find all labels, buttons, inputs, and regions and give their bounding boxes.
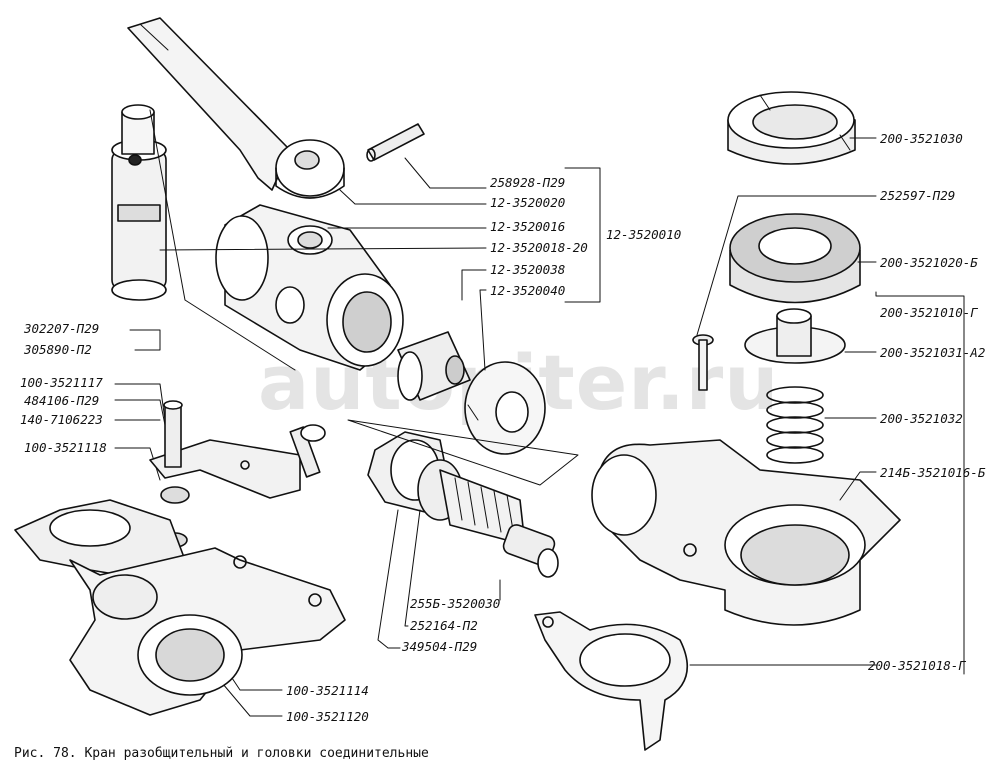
part-label-100-3521118: 100-3521118 — [24, 440, 107, 455]
spring — [766, 386, 824, 464]
part-label-200-3521030: 200-3521030 — [880, 131, 963, 146]
part-label-255b-3520030: 255Б-3520030 — [410, 596, 501, 611]
part-label-252597-p29: 252597-П29 — [880, 188, 956, 203]
pin — [366, 123, 425, 162]
part-label-12-3520020: 12-3520020 — [490, 195, 566, 210]
locking-ring — [727, 91, 856, 165]
part-label-200-3521010-g: 200-3521010-Г — [880, 305, 978, 320]
leader-lines — [114, 109, 601, 717]
part-label-200-3521018-g: 200-3521018-Г — [868, 658, 966, 673]
valve-body — [215, 204, 404, 371]
right-leader-lines — [689, 137, 965, 675]
cock-plug — [111, 104, 167, 301]
part-label-302207-p29: 302207-П29 — [24, 321, 100, 336]
part-label-12-3520040: 12-3520040 — [490, 283, 566, 298]
part-label-12-3520038: 12-3520038 — [490, 262, 566, 277]
coupling-head-right — [591, 439, 901, 626]
part-label-200-3521020-b: 200-3521020-Б — [880, 255, 978, 270]
fitting-assembly — [367, 431, 559, 578]
part-label-484106-p29: 484106-П29 — [24, 393, 100, 408]
rubber-seal — [729, 213, 861, 304]
part-label-100-3521114: 100-3521114 — [286, 683, 369, 698]
part-label-200-3521031-a2: 200-3521031-А2 — [880, 345, 986, 360]
part-label-140-7106223: 140-7106223 — [20, 412, 103, 427]
part-label-100-3521120: 100-3521120 — [286, 709, 369, 724]
part-label-214b-3521016-b: 214Б-3521016-Б — [880, 465, 986, 480]
part-label-200-3521032: 200-3521032 — [880, 411, 963, 426]
part-label-12-3520010: 12-3520010 — [606, 227, 682, 242]
seal-valve — [744, 308, 846, 364]
rivet — [692, 334, 714, 391]
part-label-12-3520016: 12-3520016 — [490, 219, 566, 234]
part-label-12-3520018-20: 12-3520018-20 — [490, 240, 588, 255]
part-label-100-3521117: 100-3521117 — [20, 375, 103, 390]
part-label-305890-p2: 305890-П2 — [24, 342, 92, 357]
part-label-258928-p29: 258928-П29 — [490, 175, 566, 190]
figure-caption: Рис. 78. Кран разобщительный и головки с… — [14, 746, 429, 761]
bracket-assembly — [149, 400, 326, 548]
part-label-252164-p2: 252164-П2 — [410, 618, 478, 633]
bushing-and-nut — [397, 331, 546, 455]
cover-plate — [534, 611, 689, 751]
valve-handle — [127, 17, 345, 199]
coupling-head-left — [14, 499, 346, 716]
part-label-349504-p29: 349504-П29 — [402, 639, 478, 654]
